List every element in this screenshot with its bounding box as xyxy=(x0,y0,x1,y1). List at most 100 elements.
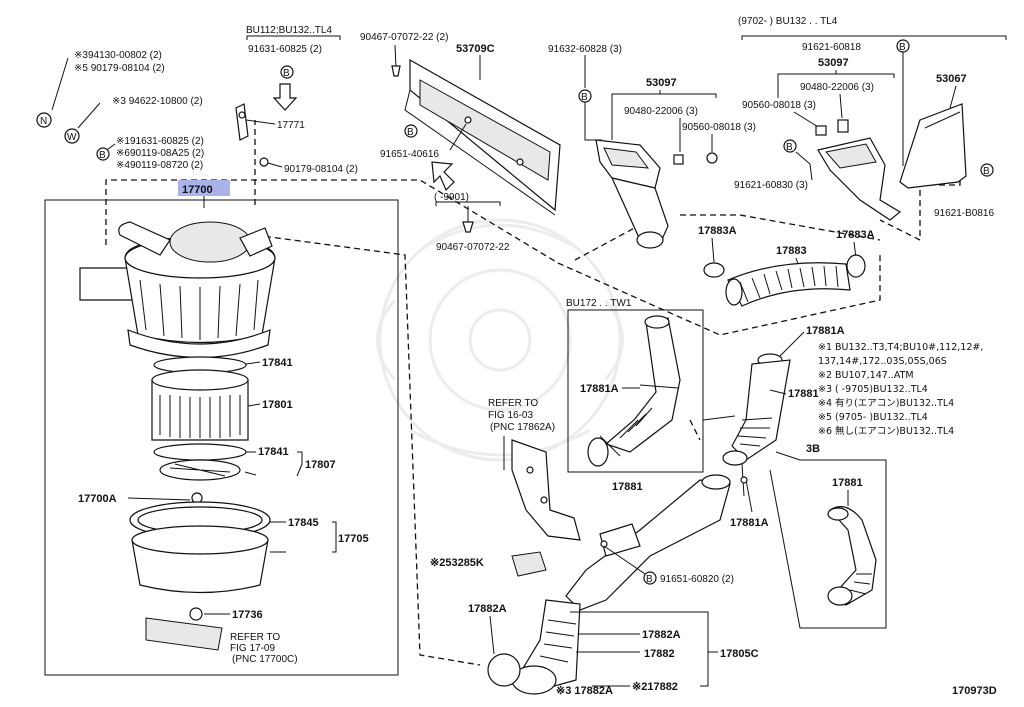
svg-text:B: B xyxy=(899,42,906,53)
svg-text:17882: 17882 xyxy=(644,648,675,660)
circle-w-marker: W xyxy=(64,128,80,144)
refer-fig-17-09: REFER TO FIG 17-09 (PNC 17700C) xyxy=(230,632,298,665)
svg-text:53067: 53067 xyxy=(936,73,967,85)
air-cleaner-case: 17700A 17845 17705 xyxy=(78,492,369,594)
svg-text:17883: 17883 xyxy=(776,245,807,257)
svg-text:90179-08104 (2): 90179-08104 (2) xyxy=(284,164,358,175)
svg-text:B: B xyxy=(786,142,793,153)
svg-text:17736: 17736 xyxy=(232,609,263,621)
svg-text:B: B xyxy=(407,127,414,138)
svg-text:(PNC 17862A): (PNC 17862A) xyxy=(490,422,555,433)
svg-text:B: B xyxy=(581,92,588,103)
svg-text:17841: 17841 xyxy=(258,446,289,458)
diagram-code: 170973D xyxy=(952,685,997,697)
svg-text:17881A: 17881A xyxy=(580,383,619,395)
svg-text:※5 (9705- )BU132..TL4: ※5 (9705- )BU132..TL4 xyxy=(818,412,928,423)
svg-text:90467-07072-22: 90467-07072-22 xyxy=(436,242,510,253)
svg-text:17700A: 17700A xyxy=(78,493,117,505)
svg-text:3B: 3B xyxy=(806,443,820,455)
svg-text:B: B xyxy=(983,166,990,177)
svg-text:17882A: 17882A xyxy=(642,629,681,641)
svg-text:17881: 17881 xyxy=(612,481,643,493)
svg-text:17845: 17845 xyxy=(288,517,319,529)
clamp-17736: 17736 xyxy=(145,607,263,651)
svg-text:90560-08018 (3): 90560-08018 (3) xyxy=(742,100,816,111)
top-left-callouts: ※394130-00802 (2) ※5 90179-08104 (2) ※3 … xyxy=(36,50,204,171)
svg-text:53097: 53097 xyxy=(818,57,849,69)
svg-text:B: B xyxy=(283,68,290,79)
svg-text:17883A: 17883A xyxy=(836,229,875,241)
svg-text:91651-60820 (2): 91651-60820 (2) xyxy=(660,574,734,585)
svg-text:17881A: 17881A xyxy=(730,517,769,529)
svg-text:※2 BU107,147..ATM: ※2 BU107,147..ATM xyxy=(818,370,914,381)
svg-text:※394130-00802 (2): ※394130-00802 (2) xyxy=(74,50,162,61)
air-cleaner-cover xyxy=(79,221,276,359)
dashed-leaders xyxy=(105,120,961,666)
svg-text:※6 無し(エアコン)BU132..TL4: ※6 無し(エアコン)BU132..TL4 xyxy=(818,425,954,437)
svg-text:91621-B0816: 91621-B0816 xyxy=(934,208,994,219)
svg-text:90560-08018 (3): 90560-08018 (3) xyxy=(682,122,756,133)
duct-53097-right: (9702- ) BU132 . . TL4 91621-60818 B 530… xyxy=(734,16,1007,221)
watermark-emblem xyxy=(376,218,624,462)
circle-b-marker: B xyxy=(896,39,910,53)
svg-text:17771: 17771 xyxy=(277,120,305,131)
svg-text:※4 有り(エアコン)BU132..TL4: ※4 有り(エアコン)BU132..TL4 xyxy=(818,397,954,409)
inset-bu172-tw1: BU172 . . TW1 17881A 17881 xyxy=(566,298,736,493)
svg-text:137,14#,172..03S,05S,06S: 137,14#,172..03S,05S,06S xyxy=(818,356,947,367)
filter-elements: 17841 17801 17841 17807 xyxy=(151,356,336,481)
svg-text:※5 90179-08104 (2): ※5 90179-08104 (2) xyxy=(74,63,165,74)
svg-text:90480-22006 (3): 90480-22006 (3) xyxy=(624,106,698,117)
circle-b-marker: B xyxy=(96,147,110,161)
circle-b-marker: B xyxy=(783,139,797,153)
circle-n-marker: N xyxy=(36,112,52,128)
svg-text:53097: 53097 xyxy=(646,77,677,89)
circle-b-marker: B xyxy=(280,65,294,79)
svg-text:17883A: 17883A xyxy=(698,225,737,237)
arrow-up-icon xyxy=(431,161,455,192)
svg-text:BU112;BU132..TL4: BU112;BU132..TL4 xyxy=(246,25,332,36)
svg-text:B: B xyxy=(99,150,106,161)
svg-text:17882A: 17882A xyxy=(468,603,507,615)
svg-text:17881: 17881 xyxy=(832,477,863,489)
duct-53097-left: 91632-60828 (3) B 53097 90480-22006 (3) … xyxy=(548,44,756,249)
svg-text:17841: 17841 xyxy=(262,357,293,369)
part-253285k: ※253285K xyxy=(430,551,547,577)
svg-text:( -9901): ( -9901) xyxy=(434,192,469,203)
svg-text:※191631-60825 (2): ※191631-60825 (2) xyxy=(116,136,204,147)
svg-text:91631-60825 (2): 91631-60825 (2) xyxy=(248,44,322,55)
svg-text:(9702- ) BU132 . . TL4: (9702- ) BU132 . . TL4 xyxy=(738,16,838,27)
svg-text:91632-60828 (3): 91632-60828 (3) xyxy=(548,44,622,55)
svg-text:17807: 17807 xyxy=(305,459,336,471)
svg-text:91621-60818: 91621-60818 xyxy=(802,42,861,53)
svg-text:FIG 16-03: FIG 16-03 xyxy=(488,410,533,421)
svg-text:※217882: ※217882 xyxy=(632,681,678,693)
svg-text:※490119-08720 (2): ※490119-08720 (2) xyxy=(116,160,203,171)
footnotes: ※1 BU132..T3,T4;BU10#,112,12#, 137,14#,1… xyxy=(818,342,983,437)
panel-53709c: 90467-07072-22 (2) 53709C B 91651-40616 … xyxy=(360,32,561,253)
svg-text:53709C: 53709C xyxy=(456,43,495,55)
svg-text:REFER TO: REFER TO xyxy=(230,632,280,643)
svg-text:※253285K: ※253285K xyxy=(430,557,484,569)
bracket-refer-fig-16-03: REFER TO FIG 16-03 (PNC 17862A) xyxy=(488,398,581,541)
intake-pipe-17882: B 91651-60820 (2) 17882A 17882A 17882 17… xyxy=(468,474,759,697)
svg-text:17700: 17700 xyxy=(182,184,213,196)
circle-b-marker: B xyxy=(578,89,592,103)
svg-text:90467-07072-22 (2): 90467-07072-22 (2) xyxy=(360,32,448,43)
inset-3b: 3B 17881 xyxy=(769,443,887,629)
hose-17881: 17881A 17881 17881A xyxy=(722,325,845,529)
arrow-down-icon xyxy=(272,83,298,111)
hose-17883: 17883A 17883 17883A xyxy=(698,225,875,307)
svg-text:90480-22006 (3): 90480-22006 (3) xyxy=(800,82,874,93)
svg-text:※1 BU132..T3,T4;BU10#,112,12#,: ※1 BU132..T3,T4;BU10#,112,12#, xyxy=(818,342,983,353)
circle-b-marker: B xyxy=(404,124,418,138)
svg-text:※3 94622-10800 (2): ※3 94622-10800 (2) xyxy=(112,96,203,107)
svg-text:W: W xyxy=(67,132,77,143)
svg-text:BU172 . . TW1: BU172 . . TW1 xyxy=(566,298,632,309)
svg-text:17805C: 17805C xyxy=(720,648,759,660)
part-number-17700: 17700 xyxy=(178,180,230,208)
svg-text:17881A: 17881A xyxy=(806,325,845,337)
svg-text:※3 17882A: ※3 17882A xyxy=(556,685,613,697)
svg-text:N: N xyxy=(40,116,47,127)
svg-text:※690119-08A25 (2): ※690119-08A25 (2) xyxy=(116,148,204,159)
